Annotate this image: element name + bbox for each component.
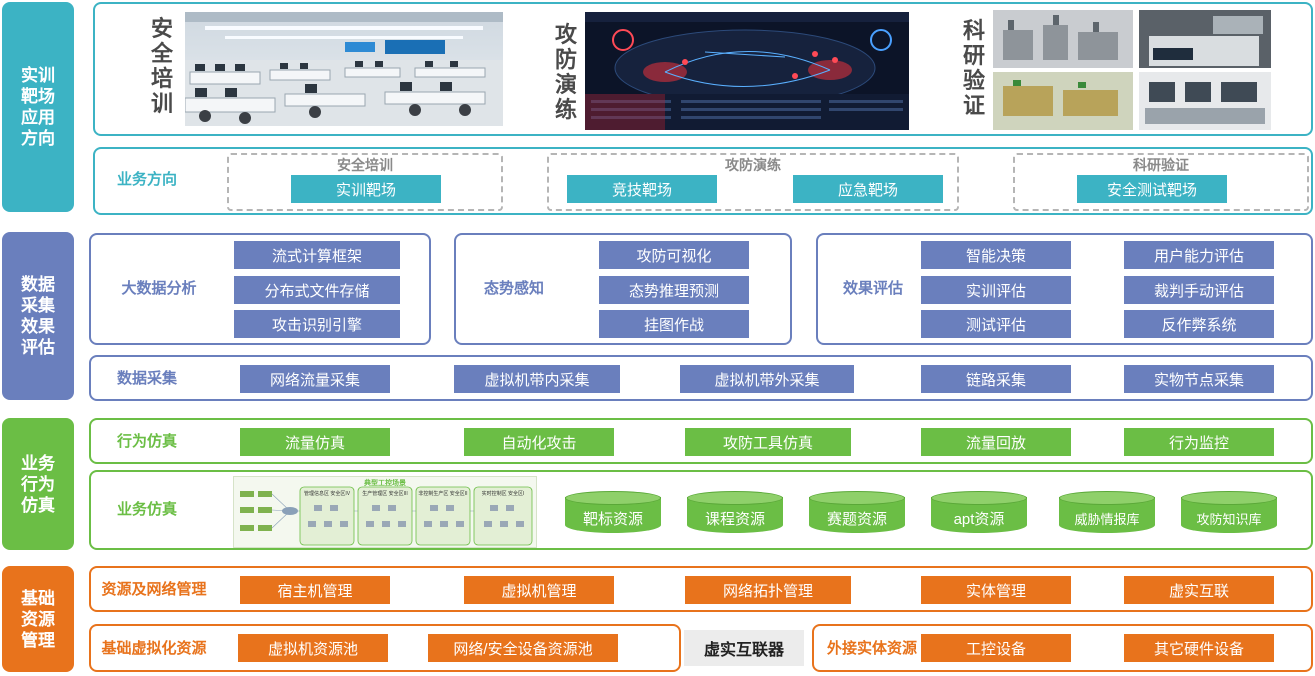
virtualization-panel: 基础虚拟化资源 虚拟机资源池 网络/安全设备资源池 xyxy=(89,624,681,672)
item-topology-mgmt: 网络拓扑管理 xyxy=(685,576,851,604)
item-map-operations: 挂图作战 xyxy=(599,310,749,338)
item-referee-eval: 裁判手动评估 xyxy=(1124,276,1274,304)
showcase-title-research: 科研验证 xyxy=(962,18,985,118)
item-competition-range: 竞技靶场 xyxy=(567,175,717,203)
ics-zone-label: 生产管理区 安全区III xyxy=(362,491,408,497)
training-room-photo xyxy=(185,12,503,126)
external-entity-label: 外接实体资源 xyxy=(826,640,917,657)
business-sim-label: 业务仿真 xyxy=(116,501,177,518)
item-distributed-storage: 分布式文件存储 xyxy=(234,276,400,304)
showcase-title-training: 安全培训 xyxy=(150,16,173,116)
ics-zone-label: 非控制生产区 安全区II xyxy=(418,491,468,497)
group-title: 科研验证 xyxy=(1133,157,1189,173)
behavior-sim-panel: 行为仿真 流量仿真 自动化攻击 攻防工具仿真 流量回放 行为监控 xyxy=(89,418,1313,464)
showcase-title-drill: 攻防演练 xyxy=(554,22,577,122)
behavior-sim-label: 行为仿真 xyxy=(116,433,177,450)
item-training-range: 实训靶场 xyxy=(291,175,441,203)
item-other-hardware: 其它硬件设备 xyxy=(1124,634,1274,662)
virtualization-label: 基础虚拟化资源 xyxy=(101,640,207,657)
resource-contest: 赛题资源 xyxy=(809,491,905,533)
item-attack-visualization: 攻防可视化 xyxy=(599,241,749,269)
collect-label: 数据采集 xyxy=(116,370,177,387)
layer-title-base: 基础资源管理 xyxy=(2,566,74,672)
group-training: 安全培训 实训靶场 xyxy=(227,153,503,211)
layer-title-text: 实训靶场应用方向 xyxy=(21,66,55,148)
ics-zone-label: 实时控制区 安全区I xyxy=(481,491,525,497)
resource-label: 靶标资源 xyxy=(582,510,643,528)
resource-label: 赛题资源 xyxy=(826,510,887,528)
item-network-security-pool: 网络/安全设备资源池 xyxy=(428,634,618,662)
item-physical-node-collect: 实物节点采集 xyxy=(1124,365,1274,393)
group-research: 科研验证 安全测试靶场 xyxy=(1013,153,1309,211)
item-virtual-real-interconnect: 虚实互联 xyxy=(1124,576,1274,604)
situation-panel: 态势感知 攻防可视化 态势推理预测 挂图作战 xyxy=(454,233,792,345)
resource-network-label: 资源及网络管理 xyxy=(101,581,207,598)
item-auto-attack: 自动化攻击 xyxy=(464,428,614,456)
item-situation-prediction: 态势推理预测 xyxy=(599,276,749,304)
item-traffic-replay: 流量回放 xyxy=(921,428,1071,456)
item-emergency-range: 应急靶场 xyxy=(793,175,943,203)
item-traffic-sim: 流量仿真 xyxy=(240,428,390,456)
item-attack-tool-sim: 攻防工具仿真 xyxy=(685,428,851,456)
item-smart-decision: 智能决策 xyxy=(921,241,1071,269)
item-anti-cheat: 反作弊系统 xyxy=(1124,310,1274,338)
item-test-eval: 测试评估 xyxy=(921,310,1071,338)
item-attack-recognition: 攻击识别引擎 xyxy=(234,310,400,338)
effect-panel: 效果评估 智能决策 用户能力评估 实训评估 裁判手动评估 测试评估 反作弊系统 xyxy=(816,233,1313,345)
ics-network-graphic xyxy=(240,486,533,546)
resource-label: 威胁情报库 xyxy=(1074,511,1140,527)
item-entity-mgmt: 实体管理 xyxy=(921,576,1071,604)
item-security-test-range: 安全测试靶场 xyxy=(1077,175,1227,203)
resource-knowledge-base: 攻防知识库 xyxy=(1181,491,1277,533)
resource-course: 课程资源 xyxy=(687,491,783,533)
bigdata-panel: 大数据分析 流式计算框架 分布式文件存储 攻击识别引擎 xyxy=(89,233,431,345)
effect-label: 效果评估 xyxy=(842,280,903,297)
item-stream-computing: 流式计算框架 xyxy=(234,241,400,269)
collect-panel: 数据采集 网络流量采集 虚拟机带内采集 虚拟机带外采集 链路采集 实物节点采集 xyxy=(89,355,1313,401)
lab-equipment-photos xyxy=(993,10,1271,130)
item-vm-mgmt: 虚拟机管理 xyxy=(464,576,614,604)
layer-title-text: 数据采集效果评估 xyxy=(21,275,55,357)
ics-scenario-diagram: 典型工控场景 管理信息区 安全区IV 生产管理区 安全区III 非控制生产区 安… xyxy=(233,476,537,548)
business-sim-panel: 业务仿真 典型工控场景 管理信息区 安全区IV 生产管理区 安全区III 非控制… xyxy=(89,470,1313,550)
resource-label: 课程资源 xyxy=(704,510,765,528)
external-entity-panel: 外接实体资源 工控设备 其它硬件设备 xyxy=(812,624,1313,672)
resource-network-panel: 资源及网络管理 宿主机管理 虚拟机管理 网络拓扑管理 实体管理 虚实互联 xyxy=(89,566,1313,612)
showcase-panel: 安全培训 攻防演练 xyxy=(93,2,1313,136)
item-link-collect: 链路采集 xyxy=(921,365,1071,393)
group-title: 攻防演练 xyxy=(725,157,781,173)
item-behavior-monitor: 行为监控 xyxy=(1124,428,1274,456)
item-training-eval: 实训评估 xyxy=(921,276,1071,304)
item-vm-pool: 虚拟机资源池 xyxy=(238,634,388,662)
virtual-real-bridge: 虚实互联器 xyxy=(684,630,804,666)
group-drill: 攻防演练 竞技靶场 应急靶场 xyxy=(547,153,959,211)
item-ics-device: 工控设备 xyxy=(921,634,1071,662)
ics-diagram-title: 典型工控场景 xyxy=(364,480,406,487)
item-vm-outband-collect: 虚拟机带外采集 xyxy=(680,365,854,393)
bigdata-label: 大数据分析 xyxy=(121,280,197,297)
layer-title-behavior: 业务行为仿真 xyxy=(2,418,74,550)
item-traffic-collect: 网络流量采集 xyxy=(240,365,390,393)
resource-label: 攻防知识库 xyxy=(1196,511,1262,527)
layer-title-application: 实训靶场应用方向 xyxy=(2,2,74,212)
attack-defense-dashboard xyxy=(585,12,909,130)
resource-threat-intel: 威胁情报库 xyxy=(1059,491,1155,533)
layer-title-text: 业务行为仿真 xyxy=(21,453,55,515)
business-direction-panel: 业务方向 安全培训 实训靶场 攻防演练 竞技靶场 应急靶场 科研验证 安全测试靶… xyxy=(93,147,1313,215)
resource-apt: apt资源 xyxy=(931,491,1027,533)
item-host-mgmt: 宿主机管理 xyxy=(240,576,390,604)
group-title: 安全培训 xyxy=(337,157,393,173)
item-vm-inband-collect: 虚拟机带内采集 xyxy=(454,365,620,393)
situation-label: 态势感知 xyxy=(483,280,544,297)
layer-title-text: 基础资源管理 xyxy=(21,588,55,650)
item-user-ability: 用户能力评估 xyxy=(1124,241,1274,269)
layer-title-data: 数据采集效果评估 xyxy=(2,232,74,400)
ics-zone-label: 管理信息区 安全区IV xyxy=(303,491,351,497)
resource-target: 靶标资源 xyxy=(565,491,661,533)
business-direction-label: 业务方向 xyxy=(116,171,177,188)
resource-label: apt资源 xyxy=(953,510,1005,528)
